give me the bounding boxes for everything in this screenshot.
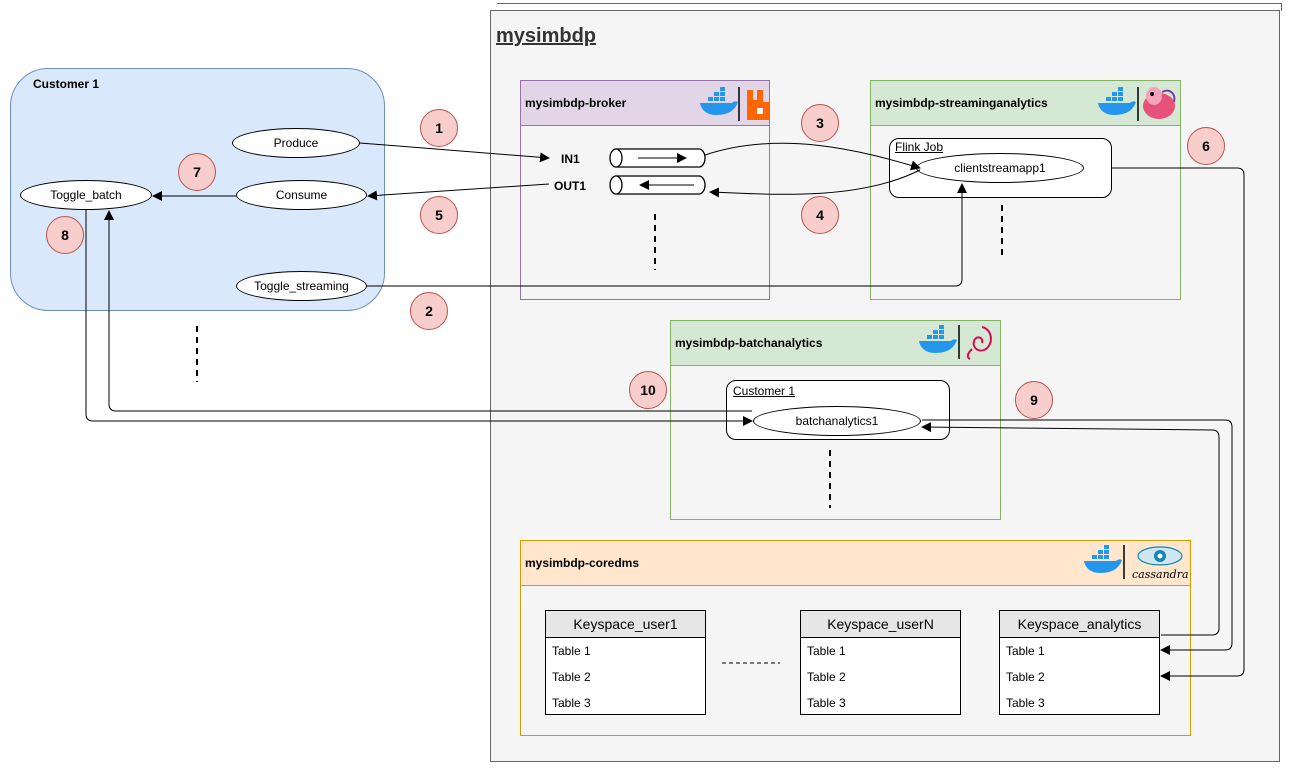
broker-title: mysimbdp-broker [525,96,627,110]
platform-title: mysimbdp [496,25,597,47]
keyspace-header: Keyspace_userN [801,611,960,638]
step-badge: 2 [410,292,448,330]
keyspace-header: Keyspace_user1 [546,611,705,638]
table-row: Table 2 [552,670,591,684]
step-badge: 3 [801,104,839,142]
batchanalytics-node[interactable]: batchanalytics1 [753,406,921,436]
table-row: Table 1 [1006,644,1045,658]
step-badge: 1 [420,109,458,147]
flink-job-label: Flink Job [895,140,944,154]
table-row: Table 1 [552,644,591,658]
docker-icon [919,325,960,359]
flink-icon [1143,87,1176,119]
docker-icon [1084,545,1125,579]
table-row: Table 3 [552,696,591,710]
streaming-title: mysimbdp-streaminganalytics [875,96,1048,110]
keyspace-table[interactable]: Keyspace_userN Table 1 Table 2 Table 3 [800,610,961,715]
keyspace-header: Keyspace_analytics [1000,611,1159,638]
table-row: Table 3 [1006,696,1045,710]
produce-node[interactable]: Produce [232,128,360,158]
table-row: Table 3 [807,696,846,710]
coredms-title: mysimbdp-coredms [525,556,640,570]
consume-node[interactable]: Consume [236,180,367,210]
queue-out-label: OUT1 [554,179,587,193]
queue-in-label: IN1 [561,152,580,166]
platform-frame-depth [497,3,1282,11]
step-badge: 9 [1015,381,1053,419]
step-badge: 5 [420,196,458,234]
step-badge: 7 [178,153,216,191]
keyspace-table[interactable]: Keyspace_user1 Table 1 Table 2 Table 3 [545,610,706,715]
customer-title: Customer 1 [33,77,100,91]
table-row: Table 2 [807,670,846,684]
toggle-batch-node[interactable]: Toggle_batch [20,180,152,210]
docker-icon [700,87,740,121]
table-row: Table 1 [807,644,846,658]
debian-icon [966,326,992,360]
cassandra-icon [1137,546,1183,566]
batch-title: mysimbdp-batchanalytics [675,336,823,350]
clientstreamapp-node[interactable]: clientstreamapp1 [916,153,1084,183]
rabbitmq-icon [747,90,769,120]
step-badge: 6 [1187,127,1225,165]
step-badge: 4 [801,196,839,234]
docker-icon [1098,87,1139,121]
toggle-streaming-node[interactable]: Toggle_streaming [236,271,367,301]
keyspace-table[interactable]: Keyspace_analytics Table 1 Table 2 Table… [999,610,1160,715]
cassandra-wordmark: cassandra [1132,568,1189,581]
step-badge: 10 [629,371,667,409]
table-row: Table 2 [1006,670,1045,684]
batch-customer-label: Customer 1 [733,384,796,398]
step-badge: 8 [46,216,84,254]
